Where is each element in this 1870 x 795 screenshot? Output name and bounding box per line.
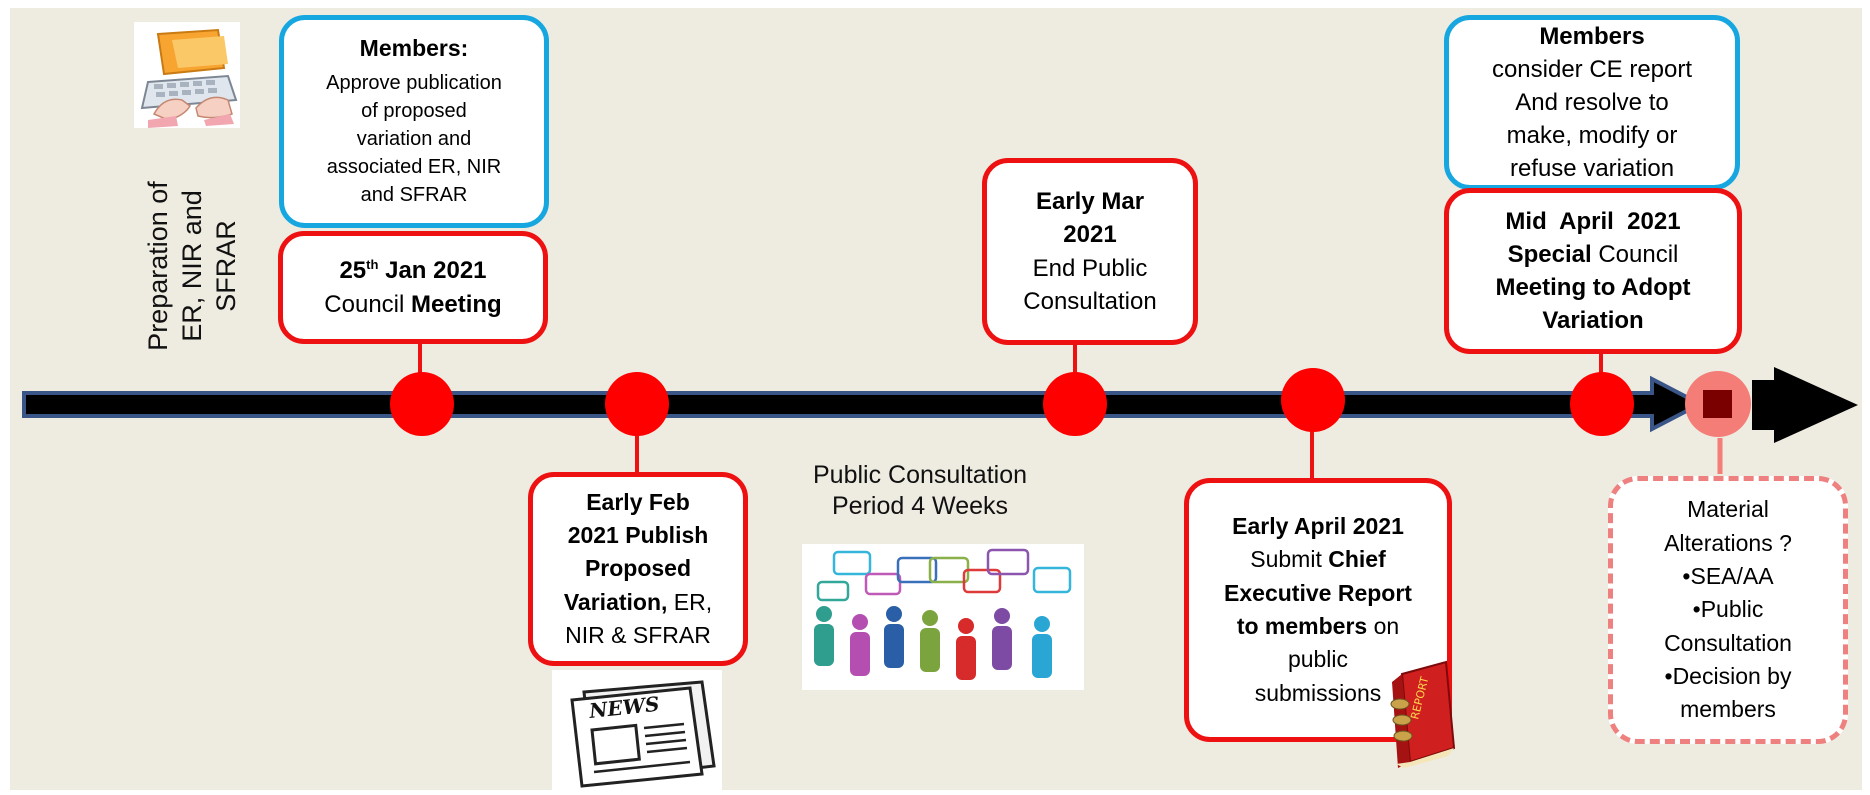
date-day: 25: [339, 256, 367, 284]
feb-line2: 2021 Publish: [567, 521, 709, 548]
feb-line3: Proposed: [584, 555, 692, 582]
members-line: and SFRAR: [360, 183, 468, 206]
feb-line4: Variation, ER,: [564, 586, 712, 619]
connector-mar: [1073, 342, 1077, 394]
people-speech-bubbles-icon: [802, 544, 1084, 690]
milestone-dot-feb: [605, 372, 669, 436]
members2-heading: Members: [1539, 22, 1645, 50]
april-mid-line4: Variation: [1542, 307, 1644, 335]
april-mid-line2: Special Council: [1508, 238, 1679, 271]
members-heading: Members:: [359, 35, 469, 62]
april-early-line4: to members on: [1237, 610, 1399, 643]
preparation-label-line2: ER, NIR and: [176, 190, 207, 342]
april-early-line6: submissions: [1254, 679, 1382, 706]
to-members-word: to members: [1236, 613, 1368, 639]
mar-line2: 2021: [1063, 221, 1117, 249]
er-word: ER,: [667, 588, 713, 615]
report-book-icon: REPORT: [1388, 660, 1458, 770]
preparation-label: Preparation of ER, NIR and SFRAR: [142, 166, 241, 366]
mar-line4: Consultation: [1023, 287, 1157, 315]
connector-feb: [635, 420, 639, 475]
on-word: on: [1367, 613, 1400, 639]
april-early-line2: Submit Chief: [1250, 543, 1385, 576]
publish-variation-feb-box: Early Feb 2021 Publish Proposed Variatio…: [528, 472, 748, 666]
material-line: Alterations ?: [1664, 529, 1792, 556]
mar-line1: Early Mar: [1035, 188, 1145, 216]
members-line: of proposed: [361, 99, 467, 122]
date-month-year: Jan 2021: [378, 256, 487, 284]
members-approve-box: Members: Approve publication of proposed…: [279, 15, 549, 228]
council-meeting-label: Council Meeting: [324, 288, 501, 322]
material-line: Consultation: [1664, 629, 1792, 656]
preparation-label-line1: Preparation of: [143, 181, 173, 351]
milestone-dot-mar: [1043, 372, 1107, 436]
members2-line: refuse variation: [1509, 155, 1675, 183]
chief-word: Chief: [1328, 546, 1386, 573]
members-line: associated ER, NIR: [326, 155, 502, 178]
council-meeting-date: 25th Jan 2021: [339, 254, 486, 288]
milestone-dot-april-mid: [1570, 372, 1634, 436]
april-early-line5: public: [1287, 646, 1349, 673]
mar-line3: End Public: [1032, 254, 1148, 282]
members-consider-box: Members consider CE report And resolve t…: [1444, 15, 1740, 190]
members2-line: And resolve to: [1515, 88, 1669, 116]
council-word: Council: [324, 290, 412, 318]
feb-line5: NIR & SFRAR: [565, 622, 711, 649]
special-word: Special: [1507, 240, 1592, 268]
feb-line1: Early Feb: [586, 488, 690, 515]
newspaper-icon: NEWS: [552, 670, 722, 790]
connector-april-early: [1310, 420, 1314, 478]
end-consultation-mar-box: Early Mar 2021 End Public Consultation: [982, 158, 1198, 345]
laptop-typing-icon: [134, 22, 240, 128]
material-line: •Public: [1692, 596, 1764, 623]
members-line: variation and: [356, 127, 472, 150]
members2-line: make, modify or: [1506, 122, 1678, 150]
public-consultation-label: Public Consultation Period 4 Weeks: [760, 460, 1080, 523]
april-early-line1: Early April 2021: [1232, 512, 1404, 539]
consultation-line1: Public Consultation: [812, 461, 1027, 489]
consultation-line2: Period 4 Weeks: [831, 492, 1008, 521]
april-early-line3: Executive Report: [1224, 579, 1412, 606]
material-line: •SEA/AA: [1682, 562, 1774, 589]
special-council-april-box: Mid April 2021 Special Council Meeting t…: [1444, 188, 1742, 354]
members2-line: consider CE report: [1491, 55, 1693, 83]
material-alterations-box: Material Alterations ? •SEA/AA •Public C…: [1608, 476, 1848, 744]
material-line: •Decision by: [1664, 663, 1792, 690]
meeting-word: Meeting: [411, 290, 502, 318]
date-suffix: th: [366, 256, 379, 272]
members-line: Approve publication: [326, 71, 502, 94]
material-line: members: [1680, 696, 1776, 723]
submit-ce-report-april-box: Early April 2021 Submit Chief Executive …: [1184, 478, 1452, 742]
council-word-2: Council: [1591, 240, 1679, 268]
milestone-dot-april-early: [1281, 368, 1345, 432]
variation-word: Variation,: [563, 588, 668, 615]
end-arrowhead-icon: [1752, 367, 1858, 443]
milestone-dot-jan: [390, 372, 454, 436]
april-mid-line3: Meeting to Adopt: [1495, 274, 1691, 301]
council-meeting-jan-box: 25th Jan 2021 Council Meeting: [278, 231, 548, 344]
connector-jan: [418, 344, 422, 394]
material-line: Material: [1687, 496, 1769, 523]
submit-word: Submit: [1250, 546, 1329, 573]
april-mid-line1: Mid April 2021: [1505, 207, 1681, 235]
preparation-label-line3: SFRAR: [210, 220, 241, 312]
